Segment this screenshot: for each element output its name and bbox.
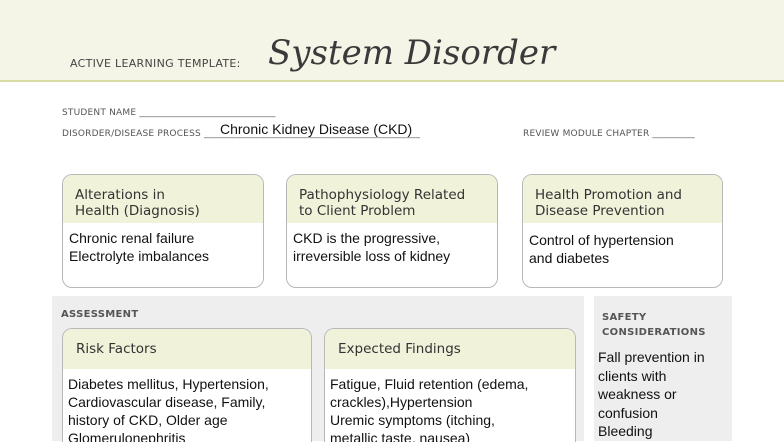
safety-line-3: weakness or xyxy=(598,386,677,402)
header-band xyxy=(0,0,784,82)
alterations-title-2: Health (Diagnosis) xyxy=(75,203,200,219)
alterations-body[interactable]: Chronic renal failure Electrolyte imbala… xyxy=(63,223,263,265)
patho-title-2: to Client Problem xyxy=(299,203,416,219)
alterations-box: Alterations in Health (Diagnosis) Chroni… xyxy=(62,174,264,288)
safety-line-1: Fall prevention in xyxy=(598,349,705,365)
findings-line-3: Uremic symptoms (itching, xyxy=(330,412,495,428)
review-module-field[interactable]: REVIEW MODULE CHAPTER _________ xyxy=(523,129,695,139)
page-title: System Disorder xyxy=(268,33,556,73)
alterations-line-1: Chronic renal failure xyxy=(69,230,195,246)
risk-line-3: history of CKD, Older age xyxy=(68,412,228,428)
safety-body[interactable]: Fall prevention in clients with weakness… xyxy=(598,348,705,441)
safety-label-2: CONSIDERATIONS xyxy=(602,327,706,338)
health-header: Health Promotion and Disease Prevention xyxy=(523,175,722,223)
risk-factors-header: Risk Factors xyxy=(63,329,311,369)
health-title-1: Health Promotion and xyxy=(535,187,682,203)
review-label: REVIEW MODULE CHAPTER xyxy=(523,129,650,139)
disorder-label: DISORDER/DISEASE PROCESS xyxy=(62,129,201,139)
findings-line-2: crackles),Hypertension xyxy=(330,394,473,410)
health-body[interactable]: Control of hypertension and diabetes xyxy=(523,223,722,267)
health-title-2: Disease Prevention xyxy=(535,203,665,219)
disorder-field[interactable]: DISORDER/DISEASE PROCESS _______________… xyxy=(62,129,420,139)
alterations-line-2: Electrolyte imbalances xyxy=(69,248,210,264)
student-name-label: STUDENT NAME xyxy=(62,108,137,118)
safety-panel xyxy=(594,296,732,441)
findings-line-4: metallic taste, nausea) xyxy=(330,430,471,442)
risk-line-2: Cardiovascular disease, Family, xyxy=(68,394,266,410)
safety-label-1: SAFETY xyxy=(602,312,647,323)
patho-header: Pathophysiology Related to Client Proble… xyxy=(287,175,497,223)
template-label: ACTIVE LEARNING TEMPLATE: xyxy=(70,57,241,70)
safety-line-4: confusion xyxy=(598,404,658,421)
risk-line-4: Glomerulonephritis xyxy=(68,430,186,442)
expected-findings-body[interactable]: Fatigue, Fluid retention (edema, crackle… xyxy=(325,369,575,442)
alterations-title-1: Alterations in xyxy=(75,187,165,203)
patho-title-1: Pathophysiology Related xyxy=(299,187,466,203)
patho-line-2: irreversible loss of kidney xyxy=(293,248,451,264)
health-line-1: Control of hypertension xyxy=(529,232,674,248)
patho-body[interactable]: CKD is the progressive, irreversible los… xyxy=(287,223,497,265)
safety-line-2: clients with xyxy=(598,367,667,384)
safety-label: SAFETY CONSIDERATIONS xyxy=(602,310,706,340)
findings-line-1: Fatigue, Fluid retention (edema, xyxy=(330,376,529,392)
disorder-blank: ________________________________________… xyxy=(203,129,421,139)
review-blank: _________ xyxy=(652,129,695,139)
risk-line-1: Diabetes mellitus, Hypertension, xyxy=(68,376,269,392)
health-line-2: and diabetes xyxy=(529,250,610,266)
alterations-header: Alterations in Health (Diagnosis) xyxy=(63,175,263,223)
health-promotion-box: Health Promotion and Disease Prevention … xyxy=(522,174,723,288)
student-name-field[interactable]: STUDENT NAME ___________________________… xyxy=(62,108,276,118)
risk-factors-box: Risk Factors Diabetes mellitus, Hyperten… xyxy=(62,328,312,442)
expected-findings-box: Expected Findings Fatigue, Fluid retenti… xyxy=(324,328,576,442)
assessment-label: ASSESSMENT xyxy=(61,309,139,320)
student-name-blank: _____________________________ xyxy=(139,108,276,118)
pathophysiology-box: Pathophysiology Related to Client Proble… xyxy=(286,174,498,288)
safety-line-5: Bleeding xyxy=(598,423,653,439)
patho-line-1: CKD is the progressive, xyxy=(293,230,441,246)
disorder-value: Chronic Kidney Disease (CKD) xyxy=(220,121,413,137)
risk-factors-body[interactable]: Diabetes mellitus, Hypertension, Cardiov… xyxy=(63,369,311,442)
expected-findings-header: Expected Findings xyxy=(325,329,575,369)
